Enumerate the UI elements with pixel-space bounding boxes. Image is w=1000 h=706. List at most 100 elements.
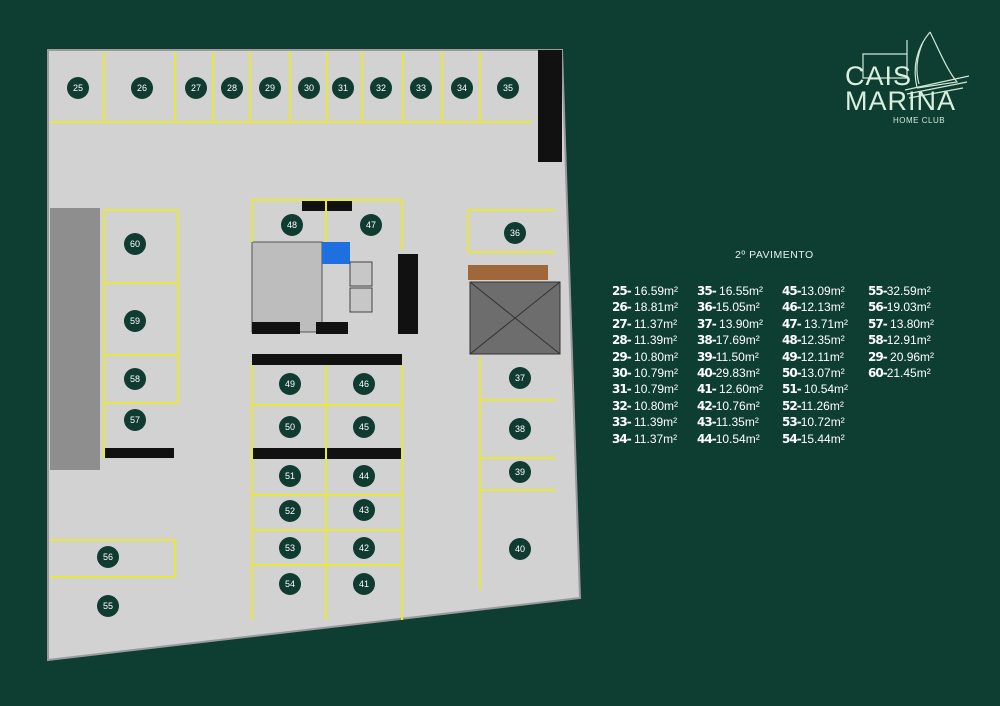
legend-spot-number: 27-	[612, 316, 632, 331]
parking-spot-32: 32	[370, 77, 392, 99]
legend-item: 49-12.11m²	[782, 349, 868, 365]
legend-spot-number: 37-	[697, 316, 717, 331]
legend-item: 34- 11.37m²	[612, 431, 697, 447]
legend-spot-area: 15.05m²	[715, 300, 760, 315]
parking-spot-48: 48	[281, 214, 303, 236]
parking-spot-49: 49	[279, 373, 301, 395]
storage-units-core-bottom-2	[316, 322, 348, 334]
parking-spot-42: 42	[353, 537, 375, 559]
legend-spot-area: 10.79m²	[630, 365, 679, 380]
ramp	[50, 208, 100, 470]
parking-spot-45: 45	[353, 416, 375, 438]
legend-spot-number: 56-	[868, 300, 888, 315]
elevator-1	[349, 261, 373, 287]
elevator-2	[349, 287, 373, 313]
legend-spot-number: 26-	[612, 300, 632, 315]
legend-spot-number: 55-	[868, 284, 888, 298]
parking-spot-36: 36	[504, 222, 526, 244]
legend-item: 33- 11.39m²	[612, 414, 697, 430]
legend-spot-area: 10.80m²	[630, 349, 679, 364]
stairs-right	[468, 265, 548, 280]
legend-spot-number: 25-	[612, 284, 632, 298]
logo-line-1: CAIS	[845, 61, 913, 91]
legend-spot-area: 11.50m²	[715, 349, 759, 364]
parking-spot-29: 29	[259, 77, 281, 99]
parking-spot-39: 39	[509, 461, 531, 483]
legend-spot-area: 10.54m²	[715, 431, 760, 446]
logo-line-2: MARINA	[845, 86, 957, 116]
legend-item: 29- 20.96m²	[868, 349, 958, 365]
legend-item: 53-10.72m²	[782, 414, 868, 430]
legend-item: 44-10.54m²	[697, 431, 782, 447]
legend-item: 29- 10.80m²	[612, 349, 697, 365]
legend-spot-area: 10.54m²	[800, 382, 849, 397]
legend-spot-area: 13.90m²	[715, 316, 764, 331]
legend-spot-area: 21.45m²	[886, 365, 931, 380]
legend-spot-area: 11.39m²	[630, 333, 678, 348]
legend-item: 42-10.76m²	[697, 398, 782, 414]
stairwell	[251, 241, 323, 333]
legend-item: 52-11.26m²	[782, 398, 868, 414]
parking-spot-58: 58	[124, 368, 146, 390]
legend-spot-number: 49-	[782, 349, 802, 364]
legend-item: 56-19.03m²	[868, 299, 958, 315]
legend-spot-area: 13.09m²	[800, 284, 845, 298]
legend-spot-area: 32.59m²	[886, 284, 931, 298]
legend-item: 51- 10.54m²	[782, 381, 868, 397]
legend-item: 41- 12.60m²	[697, 381, 782, 397]
legend-item: 47- 13.71m²	[782, 316, 868, 332]
legend-item: 58-12.91m²	[868, 332, 958, 348]
storage-units-core-bottom	[252, 322, 300, 334]
legend-spot-number: 32-	[612, 398, 632, 413]
legend-item: 28- 11.39m²	[612, 332, 697, 348]
legend-item: 37- 13.90m²	[697, 316, 782, 332]
legend-spot-area: 10.79m²	[630, 382, 679, 397]
legend-item: 54-15.44m²	[782, 431, 868, 447]
legend-spot-number: 29-	[868, 349, 888, 364]
parking-spot-28: 28	[221, 77, 243, 99]
legend-spot-number: 45-	[782, 284, 802, 298]
logo: CAIS MARINA HOME CLUB	[835, 30, 975, 125]
legend-spot-number: 44-	[697, 431, 717, 446]
legend-item: 57- 13.80m²	[868, 316, 958, 332]
legend-spot-area: 16.59m²	[630, 284, 679, 298]
legend-spot-area: 10.72m²	[800, 415, 845, 430]
legend-spot-number: 36-	[697, 300, 717, 315]
legend-spot-area: 10.76m²	[715, 398, 760, 413]
storage-units-left	[104, 448, 174, 458]
legend-spot-area: 11.39m²	[630, 415, 678, 430]
legend-spot-area: 11.37m²	[630, 431, 678, 446]
parking-spot-55: 55	[97, 595, 119, 617]
parking-spot-27: 27	[185, 77, 207, 99]
legend-spot-area: 12.60m²	[715, 382, 764, 397]
legend-spot-number: 33-	[612, 415, 632, 430]
legend-spot-area: 29.83m²	[715, 365, 760, 380]
legend-spot-number: 42-	[697, 398, 717, 413]
parking-spot-59: 59	[124, 310, 146, 332]
legend-spot-number: 58-	[868, 333, 888, 348]
parking-spot-31: 31	[332, 77, 354, 99]
legend-item: 40-29.83m²	[697, 365, 782, 381]
storage-units-core	[398, 254, 418, 334]
legend-spot-area: 11.26m²	[800, 398, 844, 413]
legend-item: 26- 18.81m²	[612, 299, 697, 315]
legend-item: 39-11.50m²	[697, 349, 782, 365]
legend-item: 48-12.35m²	[782, 332, 868, 348]
legend-spot-number: 60-	[868, 365, 888, 380]
legend-spot-number: 48-	[782, 333, 802, 348]
parking-spot-43: 43	[353, 499, 375, 521]
parking-spot-50: 50	[279, 416, 301, 438]
parking-spot-54: 54	[279, 573, 301, 595]
parking-spot-52: 52	[279, 500, 301, 522]
legend-spot-number: 28-	[612, 333, 632, 348]
legend-spot-number: 35-	[697, 284, 717, 298]
legend-spot-number: 38-	[697, 333, 717, 348]
legend-item: 43-11.35m²	[697, 414, 782, 430]
parking-spot-37: 37	[509, 367, 531, 389]
parking-spot-38: 38	[509, 418, 531, 440]
parking-spot-51: 51	[279, 465, 301, 487]
parking-spot-47: 47	[360, 214, 382, 236]
legend-item: 46-12.13m²	[782, 299, 868, 315]
legend-spot-number: 50-	[782, 365, 802, 380]
